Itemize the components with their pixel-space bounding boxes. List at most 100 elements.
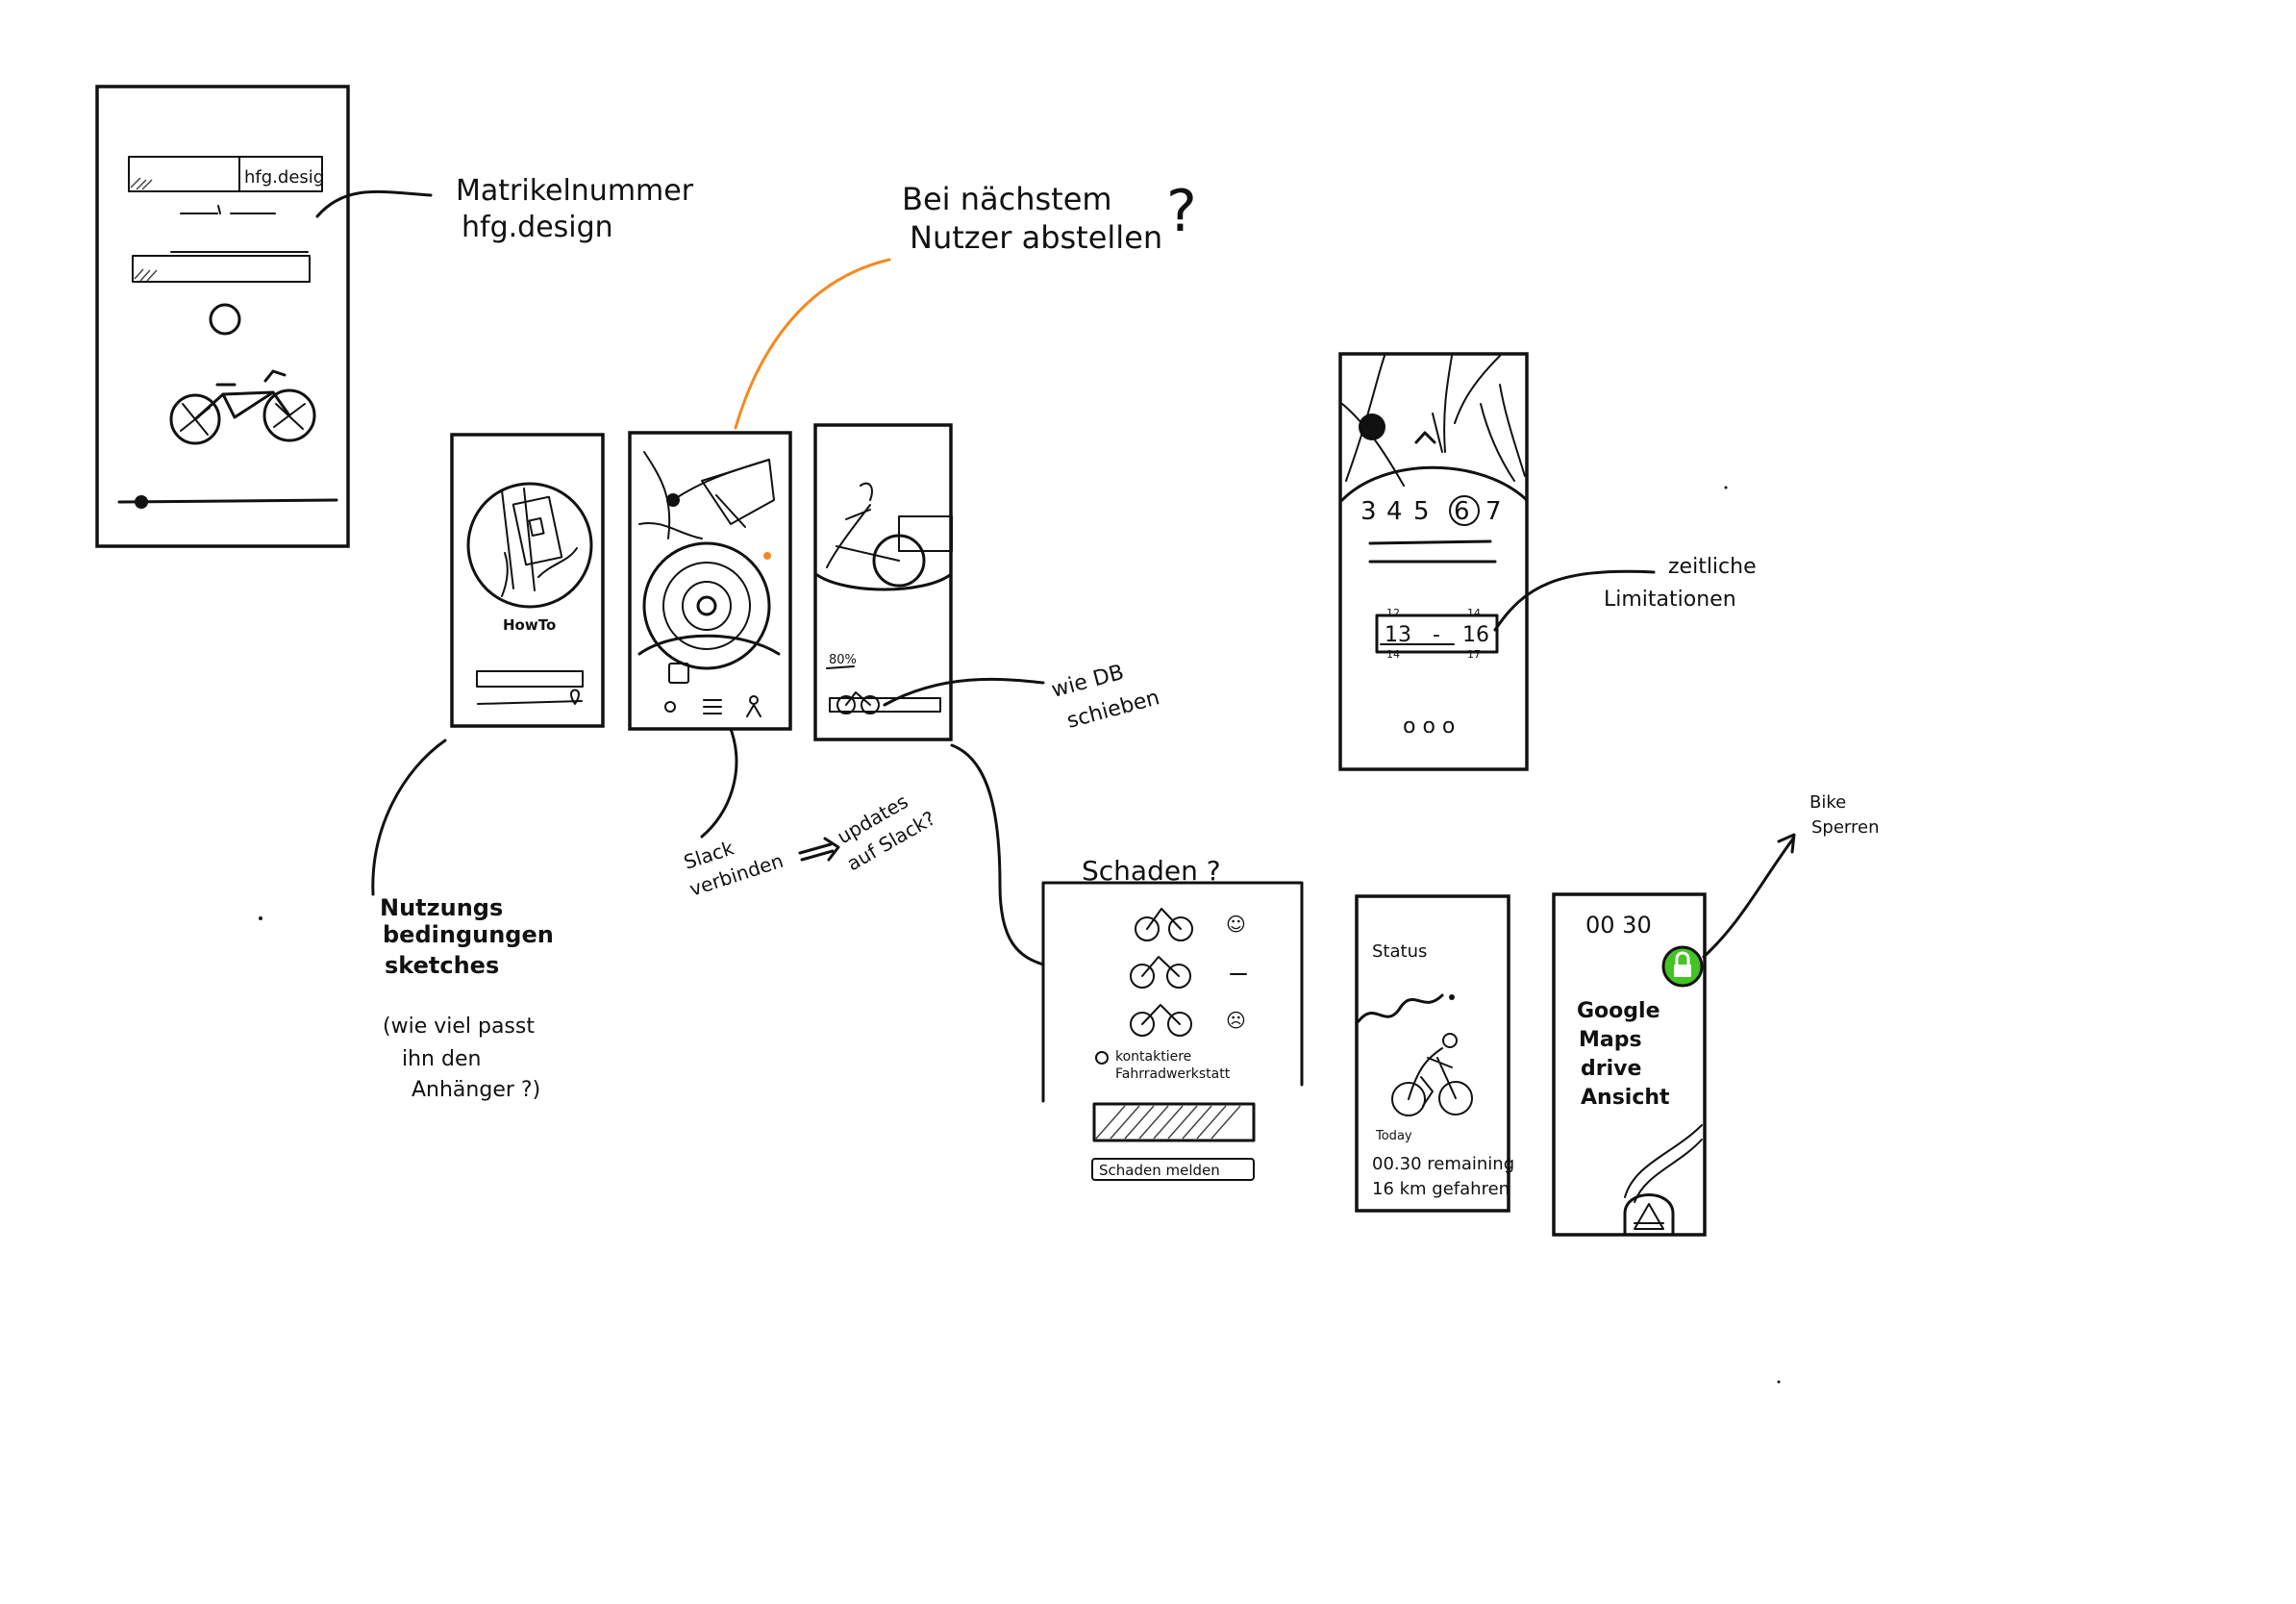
zeitliche-note-line2: Limitationen: [1604, 588, 1736, 612]
damage-report-label: Schaden melden: [1099, 1162, 1220, 1179]
location-pin-icon: [570, 689, 580, 705]
user-location-dot: [1359, 414, 1385, 440]
time-above-end: 14: [1467, 607, 1481, 619]
day-3[interactable]: 3: [1360, 497, 1377, 526]
bicycle-icon: [836, 691, 880, 714]
day-4[interactable]: 4: [1386, 497, 1403, 526]
cyclist-illustration: [1391, 1033, 1473, 1116]
bike-minor-damage-row[interactable]: [1130, 956, 1247, 989]
anhaenger-note-line3: Anhänger ?): [412, 1078, 540, 1102]
sad-face-icon: ☹: [1226, 1009, 1246, 1032]
bike-sperren-line2: Sperren: [1811, 817, 1880, 838]
bike-sperren-line1: Bike: [1809, 792, 1846, 813]
trailer-percent: 80%: [829, 653, 857, 667]
contact-workshop-link[interactable]: kontaktiere Fahrradwerkstatt: [1095, 1049, 1231, 1082]
bike-sperren-annotation: Bike Sperren: [1702, 792, 1880, 959]
anhaenger-note-line1: (wie viel passt: [383, 1015, 535, 1039]
scan-icon[interactable]: [668, 663, 689, 684]
nutzungs-note-line2: bedingungen: [383, 921, 554, 948]
naechster-note-line2: Nutzer abstellen: [910, 219, 1162, 256]
time-below-start: 14: [1386, 648, 1400, 661]
map-preview: [1341, 355, 1526, 487]
nav-line2: Maps: [1579, 1028, 1642, 1052]
login-button[interactable]: [209, 303, 241, 336]
anhaenger-note-line2: ihn den: [402, 1047, 481, 1071]
status-remaining: 00.30 remaining: [1372, 1154, 1514, 1174]
naechster-note-line1: Bei nächstem: [902, 181, 1112, 217]
lock-icon[interactable]: [1661, 945, 1704, 988]
profile-icon[interactable]: [746, 695, 761, 717]
list-icon[interactable]: [703, 699, 722, 714]
bike-location-dot: [763, 552, 771, 560]
trailer-to-damage-connector: [950, 743, 1045, 966]
settings-icon[interactable]: [664, 701, 676, 713]
progress-slider[interactable]: [117, 498, 338, 504]
pagination-dots: o o o: [1403, 714, 1455, 739]
time-below-end: 17: [1467, 648, 1481, 661]
status-screen-sketch: Status Today 00.30 remaining 16 km gefah…: [1355, 894, 1514, 1213]
navigation-screen-sketch: 00 30 Google Maps drive Ansicht: [1552, 892, 1707, 1237]
nutzungs-note-line3: sketches: [385, 952, 499, 979]
damage-contact-line2: Fahrradwerkstatt: [1115, 1066, 1231, 1082]
damage-contact-line1: kontaktiere: [1115, 1049, 1191, 1065]
selected-day-indicator: [1449, 495, 1480, 526]
matrikel-annotation: Matrikelnummer hfg.design: [315, 174, 694, 244]
bike-major-damage-row[interactable]: ☹: [1130, 1004, 1246, 1037]
naechster-annotation: Bei nächstem Nutzer abstellen ?: [734, 178, 1197, 430]
howto-screen-sketch: HowTo: [450, 433, 605, 728]
unlock-dial[interactable]: [642, 541, 771, 670]
damage-report-button[interactable]: Schaden melden: [1091, 1158, 1255, 1181]
matrikel-note-line2: hfg.design: [462, 211, 613, 244]
login-screen-sketch: hfg.desig: [95, 85, 350, 548]
slider-handle[interactable]: [135, 495, 148, 509]
matrikel-note-line1: Matrikelnummer: [456, 174, 694, 208]
damage-screen-sketch: Schaden ? ☺ ☹ kontaktiere Fahrradwerksta…: [1041, 855, 1304, 1181]
stray-dot: [1724, 486, 1728, 489]
nav-line1: Google: [1577, 999, 1660, 1023]
trailer-slider[interactable]: [829, 697, 941, 713]
nav-line4: Ansicht: [1581, 1086, 1670, 1110]
trailer-screen-sketch: 80%: [813, 423, 953, 741]
stray-dot: [1777, 1380, 1781, 1384]
bike-with-trailer-illustration: [826, 482, 953, 588]
howto-label: HowTo: [503, 616, 556, 634]
day-picker[interactable]: 3 4 5 6 7: [1360, 495, 1502, 526]
day-5[interactable]: 5: [1413, 497, 1430, 526]
howto-timeline: [477, 700, 583, 705]
slack-annotation: Slack verbinden updates auf Slack?: [681, 727, 939, 901]
naechster-question-mark: ?: [1166, 178, 1197, 245]
day-6[interactable]: 6: [1454, 497, 1470, 526]
bike-ok-row[interactable]: ☺: [1135, 908, 1246, 941]
navigation-arrow-icon: [1634, 1203, 1664, 1230]
navigation-arrow-icon: [1414, 431, 1436, 444]
phone-in-hand-illustration: [501, 488, 578, 597]
user-location-dot: [666, 493, 680, 507]
zeitliche-note-line1: zeitliche: [1668, 555, 1757, 579]
day-7[interactable]: 7: [1485, 497, 1502, 526]
status-speed-graph: [1357, 993, 1444, 1023]
nutzungs-annotation: Nutzungs bedingungen sketches (wie viel …: [371, 739, 554, 1102]
db-annotation: wie DB schieben: [883, 661, 1162, 734]
nutzungs-note-line1: Nutzungs: [380, 894, 503, 921]
time-above-start: 12: [1386, 607, 1400, 619]
nav-timer: 00 30: [1585, 912, 1652, 939]
password-input[interactable]: [132, 251, 311, 283]
time-dash: -: [1433, 623, 1440, 647]
time-end[interactable]: 16: [1462, 623, 1489, 647]
status-distance: 16 km gefahren: [1372, 1179, 1510, 1199]
time-range-picker[interactable]: 12 14 13 - 16 14 17: [1375, 607, 1499, 661]
zeitliche-annotation: zeitliche Limitationen: [1493, 555, 1757, 632]
matrikel-input-value: hfg.desig: [244, 167, 324, 188]
map-unlock-screen-sketch: [628, 431, 792, 731]
matrikel-input[interactable]: hfg.desig: [128, 156, 324, 192]
howto-progress-bar: [476, 670, 584, 688]
status-title: Status: [1372, 941, 1427, 962]
time-start[interactable]: 13: [1385, 623, 1411, 647]
wrench-icon: [1095, 1051, 1109, 1065]
damage-photo-field[interactable]: [1092, 1102, 1256, 1142]
status-today: Today: [1375, 1129, 1412, 1143]
stray-dot: [259, 916, 262, 920]
happy-face-icon: ☺: [1226, 913, 1246, 936]
time-limit-screen-sketch: 3 4 5 6 7 12 14 13 - 16 14 17 o o o: [1338, 352, 1529, 771]
